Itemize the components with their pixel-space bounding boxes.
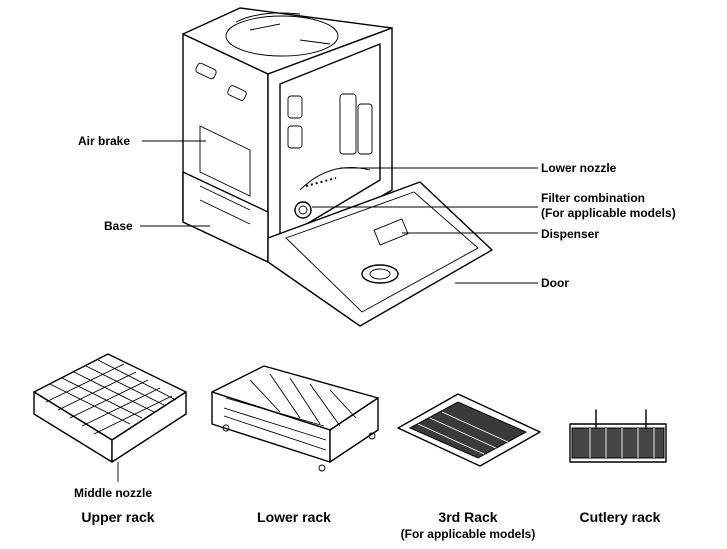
cutlery-rack-drawing [569, 409, 667, 463]
base-label: Base [104, 219, 133, 233]
filter-note-label: (For applicable models) [541, 206, 676, 220]
third-rack-caption: 3rd Rack [438, 509, 498, 525]
lower-rack-drawing [211, 365, 379, 472]
upper-rack-caption: Upper rack [81, 509, 155, 525]
door-label: Door [541, 276, 569, 290]
air-brake-label: Air brake [78, 134, 131, 148]
filter-combination-label: Filter combination [541, 191, 646, 205]
third-rack-drawing [397, 393, 541, 467]
middle-nozzle-label: Middle nozzle [74, 486, 152, 500]
third-rack-note: (For applicable models) [400, 527, 536, 541]
upper-rack-drawing [33, 353, 187, 482]
dispenser-label: Dispenser [541, 227, 600, 241]
lower-nozzle-label: Lower nozzle [541, 161, 617, 175]
cutlery-rack-caption: Cutlery rack [579, 509, 661, 525]
lower-rack-caption: Lower rack [257, 509, 331, 525]
